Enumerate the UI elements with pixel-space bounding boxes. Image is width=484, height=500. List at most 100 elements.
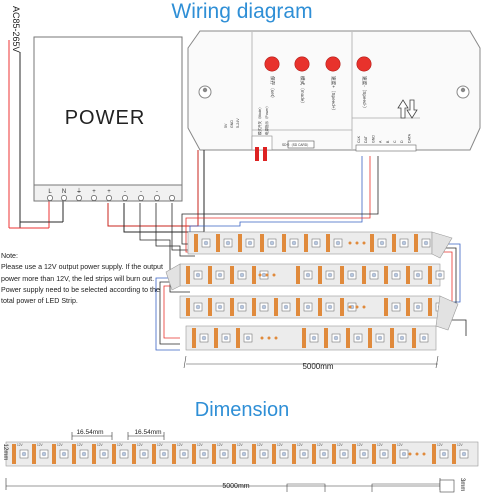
width-label: 12mm <box>2 444 8 461</box>
copper-pad <box>340 298 344 316</box>
led-lens <box>415 304 421 310</box>
copper-pad <box>304 234 308 252</box>
controller-mode-labels: 模式开关（Mode）电源指示（Power） <box>257 104 269 135</box>
chip-voltage-label: 12V <box>157 443 164 447</box>
copper-pad <box>208 266 212 284</box>
led-lens <box>305 272 311 278</box>
continuation-dot <box>267 336 271 340</box>
note-body: Note: Please use a 12V output power supp… <box>1 252 163 306</box>
terminal-label: - <box>156 189 158 195</box>
terminal-label: + <box>92 189 96 195</box>
led-lens <box>381 451 387 457</box>
led-lens <box>121 451 127 457</box>
led-lens <box>401 451 407 457</box>
led-lens <box>201 451 207 457</box>
ac-input-label: AC85-265V <box>11 6 21 53</box>
copper-pad <box>352 444 356 464</box>
copper-pad <box>318 298 322 316</box>
strip-length-dimension <box>183 355 439 369</box>
led-lens <box>415 272 421 278</box>
chip-voltage-label: 12V <box>177 443 184 447</box>
controller-button <box>264 56 280 72</box>
copper-pad <box>390 328 394 348</box>
button-label: 速度+（Speed+） <box>330 76 337 113</box>
copper-pad <box>384 266 388 284</box>
copper-pad <box>340 266 344 284</box>
led-lens <box>441 451 447 457</box>
led-lens <box>301 451 307 457</box>
copper-pad <box>192 444 196 464</box>
chip-voltage-label: 12V <box>457 443 464 447</box>
led-lens <box>421 335 427 341</box>
dimension-title: Dimension <box>194 399 290 421</box>
led-lens <box>247 240 253 246</box>
continuation-dot <box>362 241 366 245</box>
chip-voltage-label: 12V <box>237 443 244 447</box>
down-arrow-icon <box>406 99 418 119</box>
led-lens <box>225 240 231 246</box>
copper-pad <box>252 444 256 464</box>
chip-voltage-label: 12V <box>17 443 24 447</box>
power-pin-label: 5-24V <box>236 118 240 128</box>
continuation-dot <box>272 273 276 277</box>
copper-pad <box>152 444 156 464</box>
led-lens <box>261 272 267 278</box>
chip-voltage-label: 12V <box>317 443 324 447</box>
wiring-diagram-title: Wiring diagram <box>171 0 313 23</box>
chip-voltage-label: 12V <box>337 443 344 447</box>
pitch-dimension <box>71 432 165 440</box>
copper-pad <box>236 328 240 348</box>
continuation-dot <box>415 452 419 456</box>
led-lens <box>291 240 297 246</box>
copper-pad <box>362 266 366 284</box>
led-lens <box>41 451 47 457</box>
chip-voltage-label: 12V <box>77 443 84 447</box>
led-lens <box>327 272 333 278</box>
power-supply <box>33 36 183 202</box>
chip-voltage-label: 12V <box>97 443 104 447</box>
copper-pad <box>302 328 306 348</box>
copper-pad <box>52 444 56 464</box>
terminal-label: + <box>107 189 111 195</box>
copper-pad <box>194 234 198 252</box>
chip-voltage-label: 12V <box>377 443 384 447</box>
led-lens <box>203 240 209 246</box>
copper-pad <box>318 266 322 284</box>
terminal-screw <box>76 195 82 201</box>
led-lens <box>349 272 355 278</box>
chip-voltage-label: 12V <box>297 443 304 447</box>
ac-input-wires <box>8 40 64 229</box>
copper-pad <box>12 444 16 464</box>
copper-pad <box>292 444 296 464</box>
led-lens <box>341 451 347 457</box>
continuation-dot <box>348 305 352 309</box>
led-lens <box>305 304 311 310</box>
led-lens <box>371 272 377 278</box>
led-strips <box>165 231 459 351</box>
copper-pad <box>32 444 36 464</box>
continuation-dot <box>355 241 359 245</box>
copper-pad <box>212 444 216 464</box>
copper-pad <box>186 266 190 284</box>
led-lens <box>311 335 317 341</box>
controller-button <box>325 56 341 72</box>
continuation-dot <box>258 273 262 277</box>
copper-pad <box>412 328 416 348</box>
strip-fold <box>165 263 181 291</box>
copper-pad <box>132 444 136 464</box>
thickness-profile <box>286 479 455 493</box>
copper-pad <box>384 298 388 316</box>
chip-voltage-label: 12V <box>137 443 144 447</box>
led-lens <box>21 451 27 457</box>
continuation-dot <box>348 241 352 245</box>
output-port-label: D <box>400 140 404 143</box>
led-lens <box>281 451 287 457</box>
button-label: 模式（mode） <box>299 76 306 106</box>
led-lens <box>261 304 267 310</box>
controller <box>187 30 481 161</box>
button-label: 速度-（Speed-） <box>361 76 368 111</box>
thickness-label: 3mm <box>459 478 465 491</box>
copper-pad <box>312 444 316 464</box>
continuation-dot <box>408 452 412 456</box>
